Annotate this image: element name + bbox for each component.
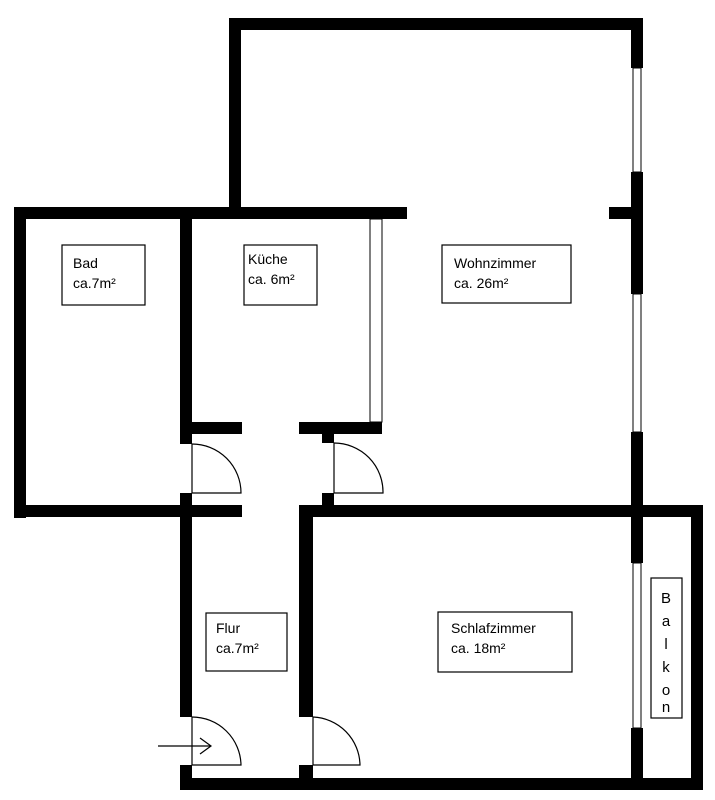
window-living-lower	[632, 293, 642, 433]
room-label-kueche: Küche ca. 6m²	[243, 244, 318, 306]
wall-bath-right-lower	[180, 493, 192, 518]
balkon-letter: B	[661, 590, 671, 607]
door-living-swing	[333, 442, 384, 494]
wall-bath-bottom	[14, 505, 242, 517]
wall-hall-right	[299, 505, 313, 717]
door-entrance-swing	[191, 716, 242, 766]
wall-living-door-stub	[322, 493, 334, 505]
wall-kitchen-door-stub	[322, 434, 334, 443]
room-area: ca. 18m²	[451, 640, 506, 656]
window-bedroom	[632, 562, 642, 729]
doors	[191, 442, 384, 766]
window-living-upper	[632, 67, 642, 173]
wall-living-left	[229, 18, 241, 218]
wall-hall-left	[180, 517, 192, 717]
wall-bedroom-right-upper	[631, 505, 643, 563]
room-label-wohnzimmer: Wohnzimmer ca. 26m²	[441, 244, 572, 304]
room-area: ca.7m²	[73, 275, 116, 291]
entrance-arrow-icon	[158, 737, 213, 755]
wall-kitchen-bottom-left	[192, 422, 242, 434]
wall-kitchen-bottom-right	[299, 422, 382, 434]
balkon-letter: n	[662, 699, 670, 716]
room-name: Schlafzimmer	[451, 620, 536, 636]
balkon-letter: o	[662, 682, 670, 699]
wall-bedroom-right-lower	[631, 728, 643, 790]
wall-bedroom-top	[299, 505, 703, 517]
walls	[14, 18, 703, 790]
wall-living-right-mid	[631, 172, 643, 294]
wall-bath-kitchen-top	[14, 207, 407, 219]
windows	[369, 67, 642, 729]
room-name: Küche	[248, 251, 288, 267]
room-area: ca.7m²	[216, 640, 259, 656]
kitchen-counter	[369, 218, 383, 423]
room-label-flur: Flur ca.7m²	[205, 612, 288, 672]
door-bath-swing	[191, 443, 242, 494]
balkon-letter: l	[664, 636, 667, 653]
wall-balcony-right	[691, 505, 703, 790]
room-label-bad: Bad ca.7m²	[61, 244, 146, 306]
balkon-letter: k	[662, 659, 670, 676]
wall-living-stub-right	[609, 207, 643, 219]
room-name: Flur	[216, 620, 240, 636]
room-area: ca. 26m²	[454, 275, 509, 291]
wall-hall-bottom-right	[299, 765, 313, 790]
wall-living-right-upper	[631, 18, 643, 68]
balkon-letter: a	[662, 613, 671, 630]
room-label-schlafzimmer: Schlafzimmer ca. 18m²	[437, 611, 573, 673]
wall-bottom	[180, 778, 703, 790]
room-area: ca. 6m²	[248, 271, 295, 287]
wall-living-top	[229, 18, 643, 30]
door-bedroom-swing	[312, 716, 361, 766]
wall-bath-right-upper	[180, 207, 192, 444]
room-label-balkon: B a l k o n	[650, 577, 683, 719]
wall-living-right-lower	[631, 432, 643, 518]
room-name: Bad	[73, 255, 98, 271]
wall-bath-left	[14, 207, 26, 518]
room-name: Wohnzimmer	[454, 255, 537, 271]
